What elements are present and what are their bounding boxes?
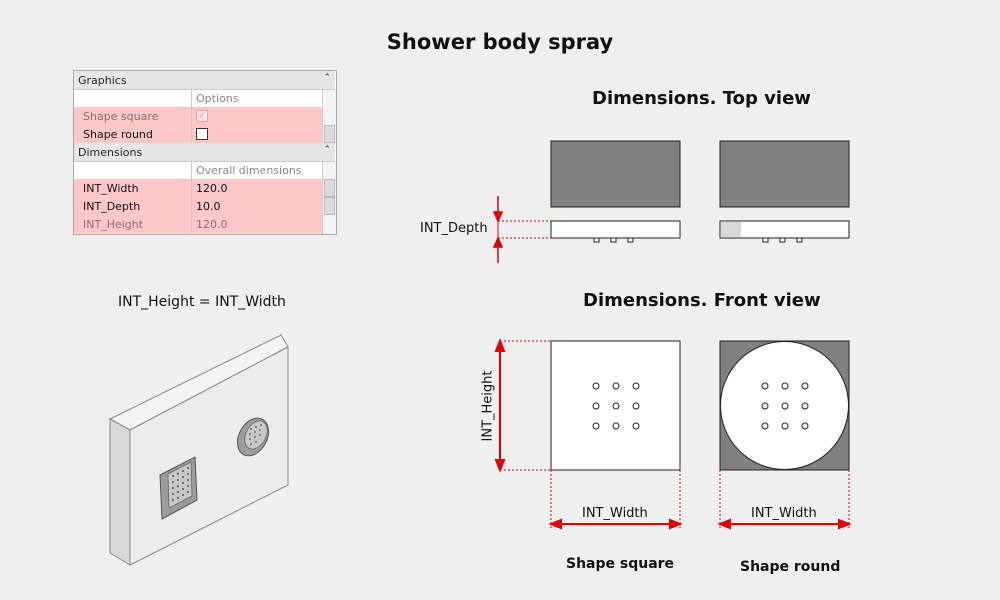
group-label: Dimensions — [78, 145, 143, 159]
front-extension-lines — [500, 340, 850, 530]
front-view-square-holes — [592, 382, 640, 430]
scrollbar-thumb-graphics[interactable] — [324, 125, 335, 143]
property-row-int-height: INT_Height 120.0 — [74, 215, 322, 234]
group-label: Graphics — [78, 73, 127, 87]
front-dimension-arrows — [494, 338, 852, 530]
property-row-shape-square[interactable]: Shape square ✓ — [74, 107, 322, 126]
collapse-chevron-icon[interactable]: ⌃ — [323, 145, 331, 155]
group-header-dimensions[interactable]: Dimensions ⌃ — [74, 143, 335, 162]
round-spray-head — [236, 417, 270, 457]
isometric-illustration — [108, 334, 289, 566]
width-label-square: INT_Width — [582, 506, 648, 521]
scrollbar-thumb-dimensions-2[interactable] — [324, 197, 335, 215]
property-name: INT_Height — [74, 215, 192, 233]
depth-label: INT_Depth — [420, 221, 488, 236]
square-spray-head — [159, 456, 198, 520]
property-row-shape-round[interactable]: Shape round — [74, 125, 322, 144]
top-view-round-body — [719, 140, 850, 208]
front-view-drawing — [494, 338, 852, 530]
top-view-square-body — [550, 140, 681, 208]
group-header-graphics[interactable]: Graphics ⌃ — [74, 71, 335, 90]
depth-dimension-arrows — [492, 196, 504, 263]
caption-shape-square: Shape square — [566, 556, 675, 572]
property-name: Shape round — [74, 125, 192, 143]
collapse-chevron-icon[interactable]: ⌃ — [323, 73, 331, 83]
column-header: Options — [196, 91, 239, 105]
front-view-round-holes — [761, 382, 809, 430]
scrollbar-thumb-dimensions[interactable] — [324, 179, 335, 197]
property-value[interactable]: 10.0 — [196, 199, 221, 213]
front-view-heading: Dimensions. Front view — [583, 290, 821, 311]
column-header-row: Overall dimensions — [74, 161, 322, 180]
top-view-heading: Dimensions. Top view — [592, 88, 811, 109]
top-view-drawing — [492, 140, 850, 263]
top-view-round-shading — [721, 222, 741, 237]
property-row-int-width[interactable]: INT_Width 120.0 — [74, 179, 322, 198]
page-title: Shower body spray — [386, 30, 614, 54]
height-equals-width-note: INT_Height = INT_Width — [118, 294, 286, 310]
caption-shape-round: Shape round — [740, 559, 841, 575]
property-value: 120.0 — [196, 217, 228, 231]
shape-round-checkbox[interactable] — [196, 128, 208, 140]
height-label: INT_Height — [480, 370, 496, 442]
property-name: INT_Depth — [74, 197, 192, 215]
top-view-nozzles — [593, 237, 803, 243]
width-label-round: INT_Width — [751, 506, 817, 521]
property-name: INT_Width — [74, 179, 192, 197]
shape-square-checkbox[interactable]: ✓ — [196, 110, 208, 122]
top-view-square-plate — [550, 220, 681, 239]
depth-extension-lines — [498, 220, 551, 239]
property-name: Shape square — [74, 107, 192, 125]
column-header: Overall dimensions — [196, 163, 302, 177]
column-header-row: Options — [74, 89, 322, 108]
property-value[interactable]: 120.0 — [196, 181, 228, 195]
property-row-int-depth[interactable]: INT_Depth 10.0 — [74, 197, 322, 216]
properties-panel: Graphics ⌃ Options Shape square ✓ Shape … — [73, 70, 337, 235]
